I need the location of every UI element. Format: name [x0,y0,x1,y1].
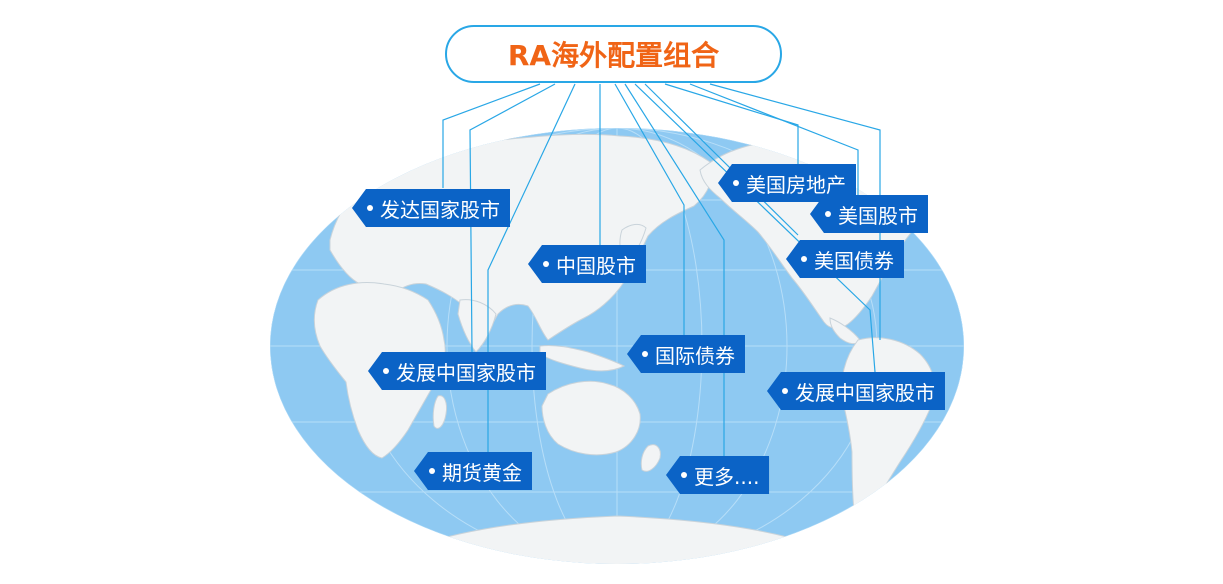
connector-us-realestate [664,83,799,164]
tag-dot-icon [825,211,831,217]
tag-label: 期货黄金 [442,460,522,485]
se-asia-islands [539,345,626,372]
connector-us-stocks [689,83,859,195]
australia [541,380,641,456]
tag-dot-icon [642,351,648,357]
tag-more: 更多.... [666,456,770,494]
tag-china-stocks: 中国股市 [528,245,646,283]
title-pill: RA海外配置组合 [445,25,782,83]
tag-international-bonds: 国际债券 [627,335,745,373]
tag-dot-icon [429,468,435,474]
india [457,299,497,353]
diagram-title: RA海外配置组合 [507,39,720,72]
tag-dot-icon [801,256,807,262]
tag-dot-icon [733,180,739,186]
tag-developed-market-stocks: 发达国家股市 [352,189,510,227]
tag-dot-icon [383,368,389,374]
tag-label: 更多.... [694,464,760,489]
new-zealand [640,444,661,472]
tag-label: 发达国家股市 [380,197,500,222]
greenland [878,138,933,175]
tag-emerging-market-stocks-left: 发展中国家股市 [368,352,546,390]
tag-label: 中国股市 [556,253,636,278]
tag-label: 发展中国家股市 [396,360,536,385]
tag-futures-gold: 期货黄金 [414,452,532,490]
tag-dot-icon [681,472,687,478]
madagascar [432,395,447,429]
tag-emerging-market-stocks-right: 发展中国家股市 [767,372,945,410]
connector-emerging-right [634,83,876,373]
tag-dot-icon [782,388,788,394]
central-america [829,317,861,345]
connector-intl-bonds [614,83,685,335]
tag-label: 美国股市 [838,203,918,228]
tag-dot-icon [367,205,373,211]
tag-us-stocks: 美国股市 [810,195,928,233]
south-america [841,337,936,517]
tag-label: 国际债券 [655,343,735,368]
tag-label: 美国债券 [814,248,894,273]
connector-emerging-left [469,83,556,353]
connector-more [624,83,725,456]
tag-dot-icon [543,261,549,267]
eurasia [329,133,713,345]
connector-developed [442,83,541,188]
tag-label: 美国房地产 [746,172,846,197]
tag-us-bonds: 美国债券 [786,240,904,278]
connector-us-bonds [644,83,799,236]
connector-futures-gold [487,83,576,452]
tag-label: 发展中国家股市 [795,380,935,405]
